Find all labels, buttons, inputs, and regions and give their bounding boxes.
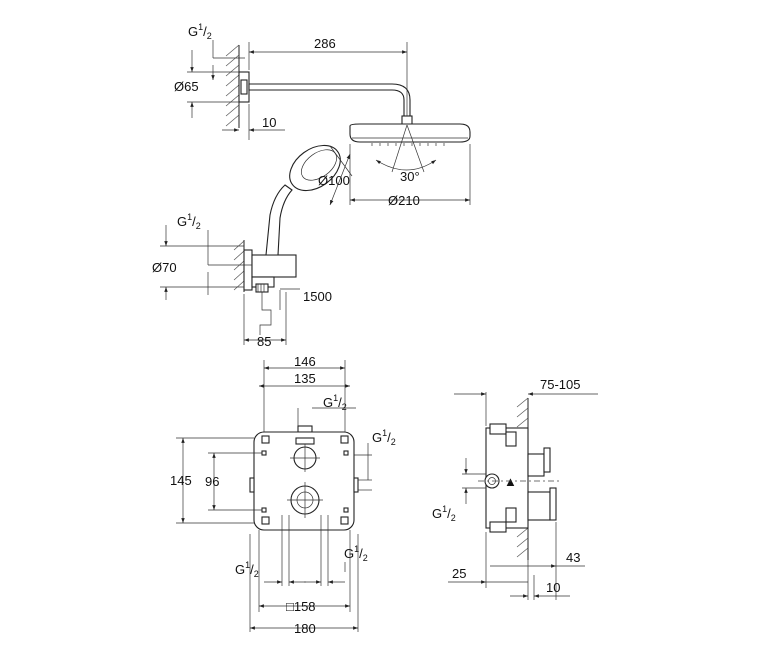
hole-spacing-label: 135 bbox=[294, 371, 316, 386]
tilt-angle-label: 30° bbox=[400, 169, 420, 184]
elbow-diameter-label: Ø70 bbox=[152, 260, 177, 275]
center-spacing-label: 96 bbox=[205, 474, 219, 489]
width-inner-label: 146 bbox=[294, 354, 316, 369]
inlet-markers bbox=[281, 515, 329, 527]
wall-hatch bbox=[233, 240, 245, 291]
wall-offset-label: 10 bbox=[262, 115, 276, 130]
inlet-thread-left-label: G1/2 bbox=[235, 560, 259, 579]
elbow-thread-label: G1/2 bbox=[177, 212, 201, 231]
hand-shower-head bbox=[289, 144, 353, 192]
nozzle-row bbox=[371, 143, 445, 146]
side-thread-label: G1/2 bbox=[432, 504, 456, 523]
inlet-symbol: ▲ bbox=[504, 474, 517, 489]
plate-width-label: 180 bbox=[294, 621, 316, 636]
outlet-thread-top-label: G1/2 bbox=[323, 393, 347, 412]
handle-depth-label: 43 bbox=[566, 550, 580, 565]
thermostat-side-view: ▲ 75-105 G1/2 25 43 10 bbox=[432, 377, 598, 600]
outlet-thread-right-label: G1/2 bbox=[372, 428, 396, 447]
thermostat-front-view: 146 135 G1/2 bbox=[170, 354, 396, 636]
plate-size-label: □158 bbox=[286, 599, 316, 614]
hand-shower-view: Ø100 G1/2 Ø70 1500 85 bbox=[152, 144, 353, 349]
inlet-thread-right-label: G1/2 bbox=[344, 544, 368, 563]
shower-hose bbox=[259, 288, 281, 335]
height-label: 145 bbox=[170, 473, 192, 488]
shower-head-view: 30° 286 G1/2 Ø65 10 Ø210 bbox=[174, 22, 471, 208]
hand-shower-diameter-label: Ø100 bbox=[318, 173, 350, 188]
thermostat-knob-side bbox=[527, 491, 551, 521]
flange-diameter-label: Ø65 bbox=[174, 79, 199, 94]
head-diameter-label: Ø210 bbox=[388, 193, 420, 208]
elbow-depth-label: 85 bbox=[257, 334, 271, 349]
shower-arm bbox=[248, 83, 411, 119]
plate-depth-label: 10 bbox=[546, 580, 560, 595]
box-depth-label: 25 bbox=[452, 566, 466, 581]
arm-length-label: 286 bbox=[314, 36, 336, 51]
shower-inlet-thread-label: G1/2 bbox=[188, 22, 212, 41]
mounting-holes bbox=[261, 435, 349, 525]
diverter-knob-side bbox=[527, 453, 545, 477]
install-depth-label: 75-105 bbox=[540, 377, 580, 392]
hose-length-label: 1500 bbox=[303, 289, 332, 304]
wall-hatch bbox=[225, 44, 240, 127]
wall-elbow bbox=[243, 249, 253, 291]
hand-shower-handle bbox=[265, 184, 293, 256]
